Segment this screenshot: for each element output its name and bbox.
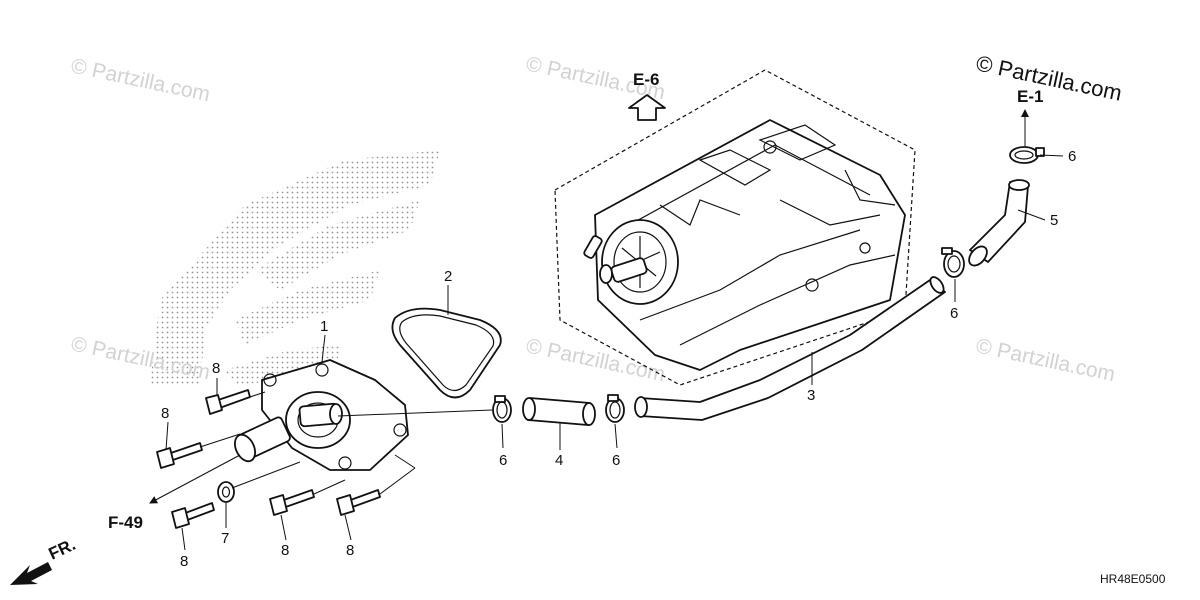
callout-6: 6: [950, 305, 958, 322]
washer-part-7: [217, 481, 235, 503]
callout-labels: 1 2 3 4 5 6 6 6 6 7 8 8 8 8 8: [161, 148, 1076, 570]
callout-8: 8: [180, 553, 188, 570]
callout-8: 8: [212, 360, 220, 377]
ref-e1-label: E-1: [1017, 87, 1043, 106]
diagram-code: HR48E0500: [1100, 572, 1166, 586]
bolt-part-8: [269, 489, 315, 516]
bolt-part-8: [171, 502, 215, 529]
crankcase-detail: [554, 69, 916, 386]
up-reference-arrow-icon: [628, 94, 666, 121]
callout-6: 6: [1068, 148, 1076, 165]
watermark-main: © Partzilla.com: [974, 50, 1124, 105]
e6-reference: E-6: [628, 70, 666, 121]
front-direction-indicator: FR.: [10, 535, 79, 585]
callout-2: 2: [444, 268, 452, 285]
callout-1: 1: [320, 318, 328, 335]
callout-8: 8: [161, 405, 169, 422]
clamp-part-6: [605, 394, 625, 423]
bolt-part-8: [156, 442, 203, 469]
callout-4: 4: [555, 452, 563, 469]
hose-part-5: [968, 179, 1030, 267]
wing-logo-stipple: [150, 150, 440, 385]
watermark: © Partzilla.com: [974, 334, 1117, 386]
front-label: FR.: [46, 535, 79, 564]
water-pump-cover-part-1: [234, 359, 409, 471]
gasket-part-2: [391, 307, 502, 399]
ref-f49-label: F-49: [108, 513, 143, 532]
clamp-part-6: [1009, 146, 1045, 164]
hose-part-3: [634, 276, 946, 421]
callout-3: 3: [807, 387, 815, 404]
callout-6: 6: [499, 452, 507, 469]
callout-7: 7: [221, 530, 229, 547]
callout-8: 8: [346, 542, 354, 559]
front-direction-arrow-icon: [10, 562, 52, 585]
bolt-part-8: [205, 389, 251, 415]
bolt-part-8: [336, 489, 381, 516]
ref-e6-label: E-6: [633, 70, 659, 89]
callout-6: 6: [612, 452, 620, 469]
callout-8: 8: [281, 542, 289, 559]
watermark: © Partzilla.com: [69, 54, 212, 106]
leader-lines: [149, 109, 1064, 551]
callout-5: 5: [1050, 212, 1058, 229]
clamp-part-6: [941, 247, 965, 278]
clamp-part-6: [492, 395, 512, 423]
hose-part-4: [522, 397, 596, 426]
